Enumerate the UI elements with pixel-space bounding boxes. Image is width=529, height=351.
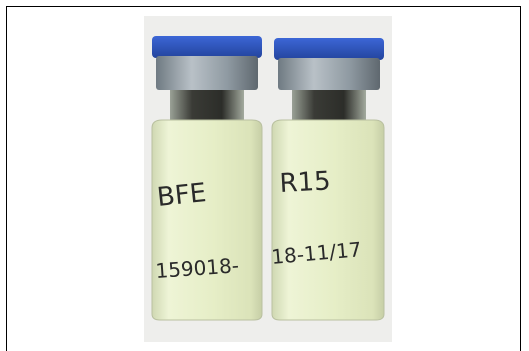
vial-left-label-line2: 159018- — [155, 253, 240, 283]
vial-left-neck — [170, 90, 244, 120]
vials-illustration: BFE 159018- R15 18-11/17 — [151, 36, 385, 321]
vials-photo: BFE 159018- R15 18-11/17 — [144, 16, 392, 342]
vial-right-neck — [292, 90, 366, 120]
vial-left-cap — [152, 36, 262, 58]
vial-right-crimp — [278, 58, 380, 90]
vial-right: R15 18-11/17 — [270, 38, 385, 321]
vial-right-label-line1: R15 — [279, 166, 332, 199]
vial-left: BFE 159018- — [151, 36, 263, 321]
vial-left-crimp — [156, 56, 258, 90]
vial-right-cap — [274, 38, 384, 60]
vial-right-body — [271, 119, 385, 321]
vial-left-body — [151, 119, 263, 321]
vial-left-label-line1: BFE — [156, 178, 208, 213]
